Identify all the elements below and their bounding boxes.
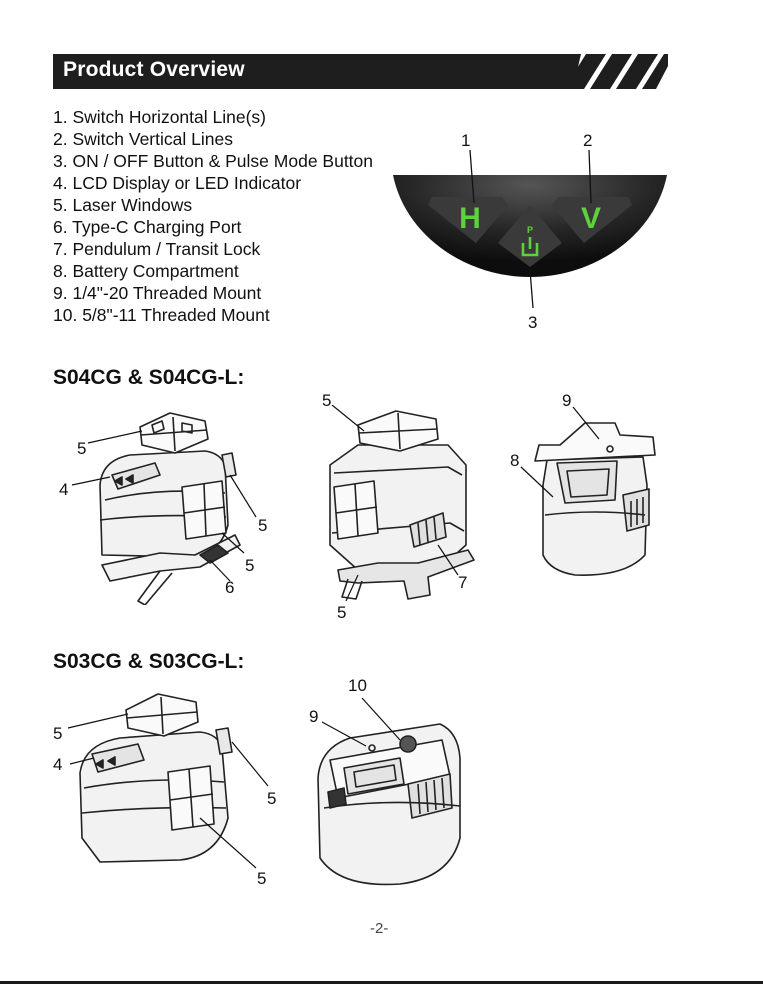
callout-line-2 <box>588 149 592 204</box>
feature-item-8: 8. Battery Compartment <box>53 261 239 281</box>
pulse-mode-label: P <box>527 225 533 235</box>
s04cg-side-view-illustration <box>99 412 241 605</box>
header-stripe-4 <box>642 54 668 89</box>
section-header: Product Overview <box>53 54 668 89</box>
section-title-s04cg: S04CG & S04CG-L: <box>53 366 245 389</box>
callout-battery-compartment: 8 <box>510 451 520 470</box>
callout-1: 1 <box>461 131 471 150</box>
callout-quarter-inch-mount-a: 9 <box>562 391 572 410</box>
callout-laser-window-d3: 5 <box>257 869 267 888</box>
feature-item-4: 4. LCD Display or LED Indicator <box>53 173 302 193</box>
header-stripe-2 <box>590 54 632 89</box>
callout-laser-window-d2: 5 <box>267 789 277 808</box>
callout-quarter-inch-mount-b: 9 <box>309 707 319 726</box>
callout-laser-window-b1: 5 <box>322 391 332 410</box>
footer-divider <box>0 981 763 984</box>
h-button-label: H <box>459 202 481 235</box>
callout-laser-window-a2: 5 <box>258 516 268 535</box>
callout-laser-window-b2: 5 <box>337 603 347 622</box>
feature-item-10: 10. 5/8"-11 Threaded Mount <box>53 305 270 325</box>
callout-five-eighth-mount: 10 <box>348 676 367 695</box>
power-icon <box>521 237 539 257</box>
callout-3: 3 <box>528 313 538 332</box>
callout-charging-port: 6 <box>225 578 235 597</box>
header-bar-shape <box>53 54 668 89</box>
v-button-label: V <box>581 202 601 235</box>
header-stripe-1 <box>564 54 606 89</box>
s03cg-side-view-illustration <box>79 693 233 863</box>
callout-pendulum-lock: 7 <box>458 573 468 592</box>
page-title: Product Overview <box>63 58 245 81</box>
callout-lcd-a: 4 <box>59 480 69 499</box>
s03cg-bottom-callout-lines <box>321 697 401 747</box>
s04cg-front-view-illustration <box>329 410 475 600</box>
callout-line-3 <box>529 269 534 309</box>
control-panel-illustration: H V P <box>393 149 667 309</box>
callout-lcd-d: 4 <box>53 755 63 774</box>
s04cg-front-callout-lines <box>331 405 459 602</box>
feature-item-1: 1. Switch Horizontal Line(s) <box>53 107 266 127</box>
feature-item-3: 3. ON / OFF Button & Pulse Mode Button <box>53 151 374 171</box>
feature-item-6: 6. Type-C Charging Port <box>53 217 242 237</box>
section-title-s03cg: S03CG & S03CG-L: <box>53 650 245 673</box>
feature-item-7: 7. Pendulum / Transit Lock <box>53 239 261 259</box>
h-button-pad <box>428 197 508 243</box>
callout-laser-window-a3: 5 <box>245 556 255 575</box>
callout-laser-window-d1: 5 <box>53 724 63 743</box>
s03cg-bottom-view-illustration <box>317 723 461 886</box>
feature-item-2: 2. Switch Vertical Lines <box>53 129 233 149</box>
page-number: -2- <box>370 920 389 937</box>
feature-item-9: 9. 1/4"-20 Threaded Mount <box>53 283 262 303</box>
callout-2: 2 <box>583 131 593 150</box>
s04cg-battery-callout-lines <box>520 406 600 498</box>
callout-line-1 <box>469 149 475 204</box>
header-stripe-3 <box>616 54 658 89</box>
callout-laser-window-a1: 5 <box>77 439 87 458</box>
feature-item-5: 5. Laser Windows <box>53 195 193 215</box>
s03cg-side-callout-lines <box>67 713 269 869</box>
power-button-pad <box>498 205 562 267</box>
v-button-pad <box>552 197 632 243</box>
s04cg-battery-view-illustration <box>534 422 656 576</box>
feature-list: 1. Switch Horizontal Line(s) 2. Switch V… <box>53 106 373 326</box>
s04cg-side-callout-lines <box>71 430 257 582</box>
